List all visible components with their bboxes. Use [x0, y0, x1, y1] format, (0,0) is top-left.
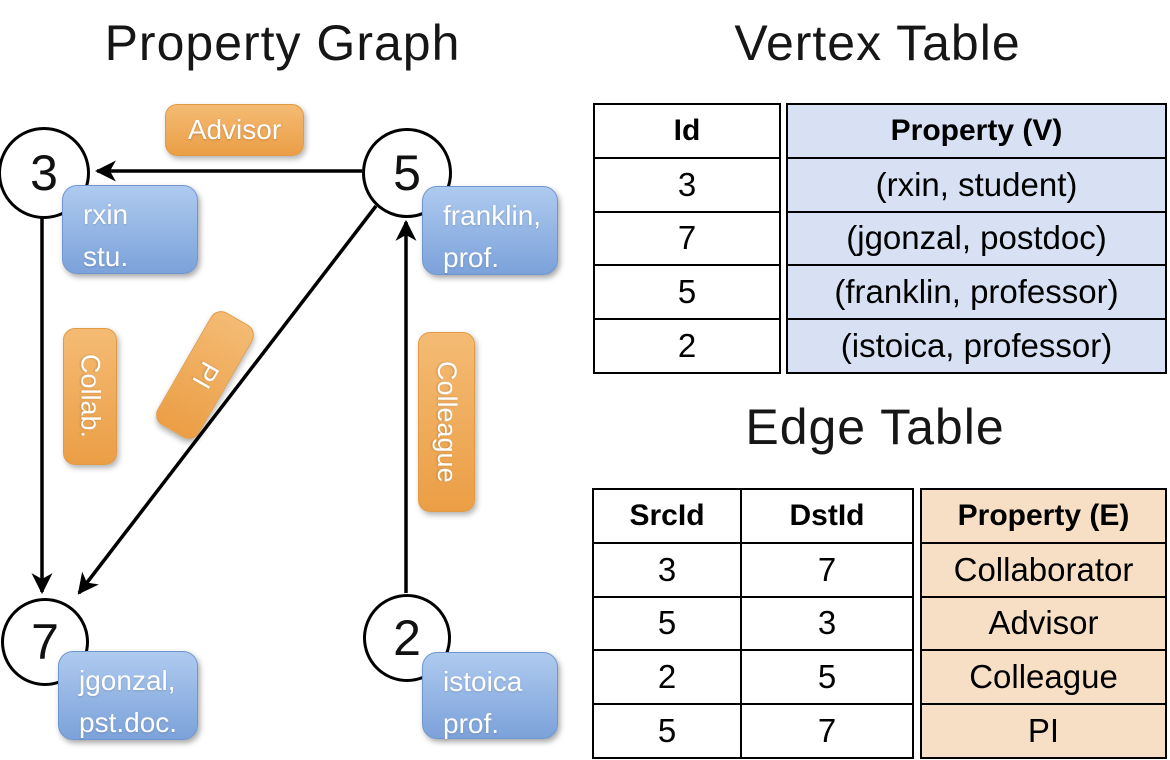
vertex-table-id-cell: 2: [677, 327, 697, 365]
vertex-property-line2: prof.: [443, 708, 500, 739]
edge-table-dst-cell: 7: [817, 712, 837, 750]
edge-table-property-column: Property (E) Collaborator Advisor Collea…: [920, 488, 1167, 759]
edge-table-property-cell: Colleague: [969, 658, 1118, 696]
vertex-table-id-header: Id: [673, 113, 701, 147]
vertex-table-property-cell: (rxin, student): [875, 165, 1078, 203]
vertex-table-id-column: Id 3 7 5 2: [593, 103, 781, 374]
edge-table-dst-cell: 7: [817, 550, 837, 588]
vertex-property-box-7: jgonzal, pst.doc.: [58, 651, 198, 740]
edge-table-src-cell: 5: [594, 705, 742, 757]
edge-label-text: Colleague: [432, 361, 462, 483]
vertex-id-2: 2: [393, 610, 421, 666]
edge-table-src-cell: 3: [594, 543, 742, 596]
edge-table-property-cell: Advisor: [988, 604, 1099, 642]
edge-label-text: Advisor: [187, 114, 282, 145]
edge-label-advisor: Advisor: [165, 104, 304, 156]
edge-label-text: PI: [186, 356, 225, 394]
edge-table-dst-cell: 3: [817, 604, 837, 642]
vertex-property-line2: stu.: [83, 241, 129, 272]
vertex-property-line1: franklin,: [443, 200, 542, 231]
edge-arrow-5-to-7: [77, 204, 378, 595]
vertex-property-line1: istoica: [443, 666, 523, 697]
vertex-id-5: 5: [393, 145, 421, 201]
vertex-property-box-3: rxin stu.: [62, 185, 198, 274]
vertex-property-box-5: franklin, prof.: [422, 186, 558, 275]
edge-table-property-cell: PI: [1027, 712, 1060, 750]
vertex-property-line1: rxin: [83, 199, 129, 230]
vertex-table-property-column: Property (V) (rxin, student) (jgonzal, p…: [786, 103, 1167, 374]
vertex-id-7: 7: [31, 614, 59, 670]
edge-table-src-dst-columns: SrcId DstId 3 7 5 3 2 5 5 7: [592, 488, 914, 759]
vertex-id-3: 3: [30, 145, 58, 201]
vertex-property-line2: pst.doc.: [79, 707, 178, 738]
edge-label-collab: Collab.: [63, 328, 117, 465]
edge-table-dst-cell: 5: [817, 658, 837, 696]
edge-table-property-header: Property (E): [957, 498, 1130, 532]
vertex-property-box-2: istoica prof.: [422, 652, 558, 739]
vertex-table-id-cell: 7: [677, 219, 697, 257]
vertex-table-title: Vertex Table: [734, 15, 1021, 71]
vertex-table-property-cell: (istoica, professor): [840, 327, 1113, 365]
vertex-table-property-header: Property (V): [890, 113, 1063, 147]
edge-table-title: Edge Table: [745, 399, 1005, 455]
vertex-table-id-cell: 5: [677, 273, 697, 311]
vertex-table-id-cell: 3: [677, 165, 697, 203]
vertex-property-line2: prof.: [443, 242, 500, 273]
edge-table-property-cell: Collaborator: [953, 550, 1134, 588]
property-graph-title: Property Graph: [104, 15, 461, 71]
edge-label-colleague: Colleague: [418, 332, 475, 512]
edge-table-src-cell: 2: [594, 651, 742, 704]
vertex-circle-3: 3: [0, 127, 90, 219]
vertex-table-property-cell: (franklin, professor): [834, 273, 1119, 311]
edge-table-dst-header: DstId: [789, 498, 865, 532]
vertex-property-line1: jgonzal,: [79, 665, 176, 696]
edge-table-src-cell: 5: [594, 597, 742, 650]
vertex-table-property-cell: (jgonzal, postdoc): [846, 219, 1107, 257]
edge-label-text: Collab.: [75, 354, 106, 439]
edge-table-src-header: SrcId: [594, 490, 742, 542]
